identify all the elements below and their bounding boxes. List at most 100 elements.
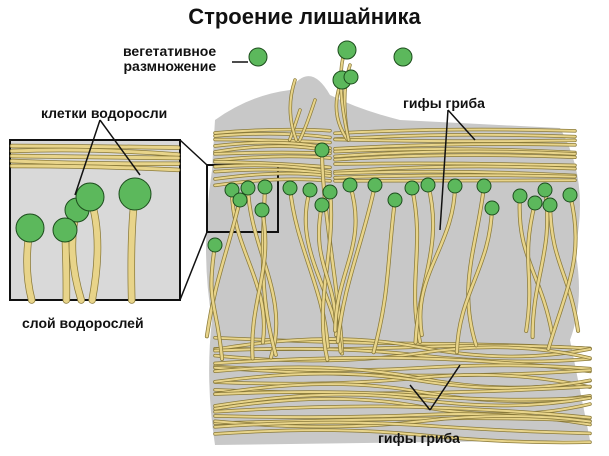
fungal-hypha-top [214, 172, 331, 181]
fungal-hypha-bottom [214, 364, 591, 372]
fungal-hypha-top [214, 138, 331, 144]
fungal-hypha-top [334, 154, 576, 161]
label-fungal-hyphae-bottom: гифы гриба [378, 430, 460, 446]
algae-cell [537, 182, 553, 198]
pointer-line [409, 384, 431, 411]
fungal-hypha [250, 208, 267, 360]
label-vegetative-line1: вегетативное [123, 43, 217, 59]
label-algae-cells: клетки водоросли [41, 105, 168, 121]
pointer-lines [74, 61, 476, 411]
algae-cell [367, 177, 383, 193]
fungal-hypha-bottom [214, 415, 591, 428]
algae-cell [282, 180, 298, 196]
algae-cell [387, 192, 403, 208]
fungal-hypha-top [214, 155, 331, 162]
algae-cell [207, 237, 223, 253]
fungal-hypha [205, 198, 242, 338]
algae-cell [447, 178, 463, 194]
algae-cells [15, 40, 578, 253]
fungal-hypha [466, 184, 486, 347]
pointer-line [99, 119, 141, 176]
algae-cell [562, 187, 578, 203]
inset-hypha [10, 159, 180, 166]
fungal-hypha-top [334, 143, 576, 150]
fungal-hypha-top [334, 150, 576, 158]
fungal-hypha [547, 193, 577, 351]
fungal-hypha [335, 84, 349, 141]
algae-cell [254, 202, 270, 218]
fungal-hypha [288, 186, 330, 348]
diagram-title: Строение лишайника [188, 4, 421, 29]
fungal-hypha-bottom [214, 405, 591, 419]
fungal-hypha [455, 206, 494, 354]
fungal-hypha-bottom [214, 417, 591, 425]
fungal-hypha [419, 184, 457, 337]
label-algae-layer: слой водорослей [22, 315, 144, 331]
fungal-hypha [230, 188, 266, 344]
label-fungal-hyphae-top: гифы гриба [403, 95, 485, 111]
algae-cell [404, 180, 420, 196]
fungal-hypha [414, 183, 435, 344]
fungal-hypha [298, 99, 316, 141]
fungal-hypha [210, 243, 224, 361]
fungal-hypha [548, 203, 580, 333]
fungal-hypha-bottom [214, 393, 591, 407]
inset-hypha [10, 154, 180, 160]
algae-cell [232, 192, 248, 208]
zoom-connector-line [179, 139, 208, 166]
fungal-hypha-top [334, 133, 576, 141]
hyphae-bands [9, 127, 592, 445]
fungal-hypha-top [334, 170, 576, 177]
fungal-hypha-bottom [214, 347, 591, 363]
algae-cell [542, 197, 558, 213]
label-vegetative-reproduction: вегетативное размножение [123, 44, 216, 74]
fungal-hypha-top [214, 132, 331, 139]
fungal-hypha-top [214, 128, 331, 134]
algae-cell [257, 179, 273, 195]
fungal-hypha-bottom [214, 338, 591, 358]
fungal-hypha [333, 183, 357, 332]
inset-hypha [10, 164, 180, 172]
fungal-hypha-bottom [214, 391, 591, 401]
algae-cell [337, 40, 357, 60]
pointer-line [439, 109, 449, 231]
algae-cell [527, 195, 543, 211]
fungal-hypha-top [334, 174, 576, 179]
fungal-hypha [524, 201, 537, 333]
algae-cell [75, 182, 105, 212]
fungal-hypha [336, 183, 377, 343]
pointer-line [429, 364, 461, 411]
algae-cell [302, 182, 318, 198]
fungal-hypha [289, 79, 298, 141]
fungal-hypha-top [214, 160, 331, 169]
algae-cell [393, 47, 413, 67]
fungal-hypha-top [334, 165, 576, 173]
pointer-line [447, 109, 476, 141]
fungal-hypha-bottom [214, 373, 591, 389]
zoom-connector-line [179, 231, 208, 301]
fungal-hypha-bottom [214, 429, 591, 444]
algae-cell [118, 177, 152, 211]
algae-cell [224, 182, 240, 198]
fungal-hypha [246, 186, 278, 359]
algae-cell [484, 200, 500, 216]
inset-hypha [10, 148, 180, 157]
inset-hypha [10, 144, 180, 150]
algae-cell [420, 177, 436, 193]
fungal-hypha [518, 194, 554, 335]
algae-cell [15, 213, 45, 243]
label-vegetative-line2: размножение [123, 58, 217, 74]
fungal-hypha-bottom [214, 421, 591, 435]
algae-cell [322, 184, 338, 200]
algae-cell [314, 142, 330, 158]
algae-cell [240, 180, 256, 196]
fungal-hypha-top [214, 164, 331, 173]
fungal-hypha-top [334, 138, 576, 143]
fungal-hypha-bottom [214, 372, 591, 390]
algae-cell [248, 47, 268, 67]
pointer-line [74, 119, 101, 196]
fungal-hypha-top [214, 168, 331, 175]
fungal-hypha-bottom [214, 366, 591, 377]
